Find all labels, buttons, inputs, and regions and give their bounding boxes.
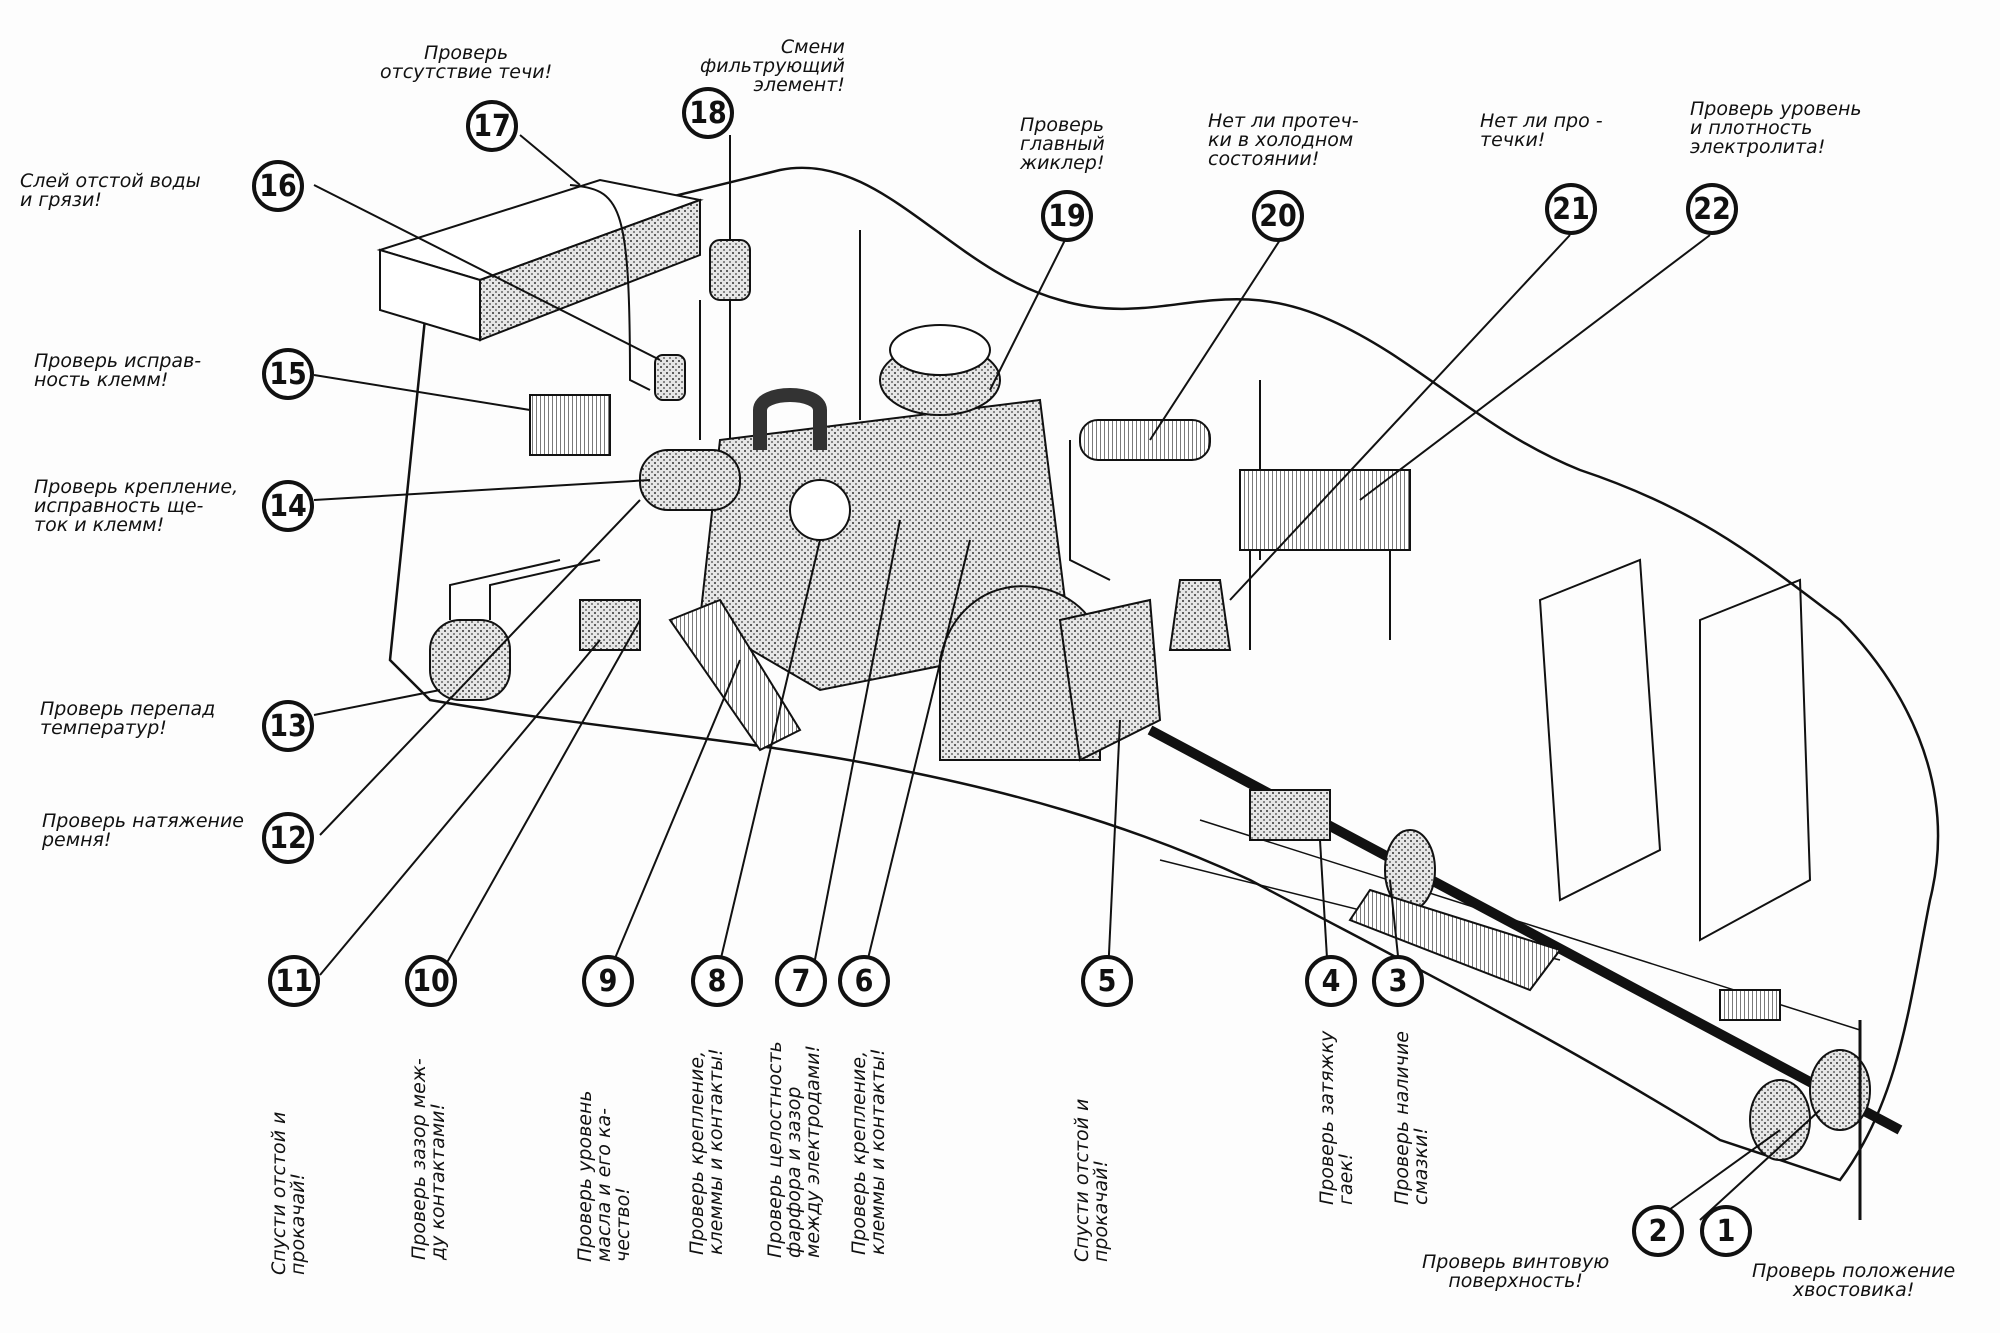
callout-12: 12 xyxy=(262,812,314,864)
note-4: Проверь затяжку гаек! xyxy=(1316,1030,1357,1205)
rudder-bracket xyxy=(1719,989,1781,1021)
callout-3: 3 xyxy=(1372,955,1424,1007)
callout-17: 17 xyxy=(466,100,518,152)
sediment-filter xyxy=(654,354,686,401)
note-2: Проверь винтовую поверхность! xyxy=(1422,1251,1610,1292)
callout-13: 13 xyxy=(262,700,314,752)
note-5: Спусти отстой и прокачай! xyxy=(1071,1098,1112,1262)
callout-22: 22 xyxy=(1686,183,1738,235)
note-6: Проверь крепление, клеммы и контакты! xyxy=(848,1048,889,1255)
note-19: Проверь главный жиклер! xyxy=(1020,114,1105,174)
callout-8: 8 xyxy=(691,955,743,1007)
note-11: Спусти отстой и прокачай! xyxy=(268,1111,309,1275)
fuel-filter xyxy=(709,239,751,301)
note-16: Слей отстой воды и грязи! xyxy=(20,170,201,211)
note-14: Проверь крепление, исправность ще- ток и… xyxy=(34,476,239,536)
callout-9: 9 xyxy=(582,955,634,1007)
distributor xyxy=(789,479,851,541)
hull-outline xyxy=(388,166,1940,1182)
water-trap xyxy=(429,619,511,701)
callout-6: 6 xyxy=(838,955,890,1007)
note-17: Проверь отсутствие течи! xyxy=(380,42,553,83)
callout-1: 1 xyxy=(1700,1205,1752,1257)
stern-plate xyxy=(1348,888,1562,992)
shaft-bearing xyxy=(1249,789,1331,841)
note-3: Проверь наличие смазки! xyxy=(1391,1031,1432,1205)
note-21: Нет ли про - течки! xyxy=(1480,110,1603,151)
note-22: Проверь уровень и плотность электролита! xyxy=(1690,98,1862,158)
callout-14: 14 xyxy=(262,480,314,532)
note-12b: Проверь натяжение ремня! xyxy=(42,810,244,851)
note-13: Проверь перепад температур! xyxy=(40,698,216,739)
callout-16: 16 xyxy=(252,160,304,212)
note-8: Проверь крепление, клеммы и контакты! xyxy=(686,1048,727,1255)
callout-19: 19 xyxy=(1041,190,1093,242)
note-10: Проверь зазор меж- ду контактами! xyxy=(408,1058,449,1260)
note-18: Смени фильтрующий элемент! xyxy=(700,36,845,96)
callout-2: 2 xyxy=(1632,1205,1684,1257)
fuel-pump xyxy=(579,599,641,651)
heat-exchanger xyxy=(1079,419,1211,461)
callout-15: 15 xyxy=(262,348,314,400)
gearbox xyxy=(1058,598,1162,762)
bulkhead-aft xyxy=(1538,558,1662,902)
voltage-regulator xyxy=(529,394,611,456)
leader-lines xyxy=(313,134,1821,1221)
sea-cock xyxy=(1168,579,1232,651)
callout-4: 4 xyxy=(1305,955,1357,1007)
callout-21: 21 xyxy=(1545,183,1597,235)
note-20: Нет ли протеч- ки в холодном состоянии! xyxy=(1208,110,1359,170)
note-7: Проверь целостность фарфора и зазор межд… xyxy=(764,1041,824,1258)
note-9: Проверь уровень масла и его ка- чество! xyxy=(574,1090,634,1262)
callout-5: 5 xyxy=(1081,955,1133,1007)
callout-7: 7 xyxy=(775,955,827,1007)
callout-11: 11 xyxy=(268,955,320,1007)
note-15: Проверь исправ- ность клемм! xyxy=(34,350,202,391)
callout-20: 20 xyxy=(1252,190,1304,242)
bulkhead-mid xyxy=(1699,578,1812,942)
callout-10: 10 xyxy=(405,955,457,1007)
oil-dipstick-tray xyxy=(668,598,802,752)
generator xyxy=(639,449,741,511)
callout-18: 18 xyxy=(682,87,734,139)
note-1: Проверь положение хвостовика! xyxy=(1752,1260,1956,1301)
